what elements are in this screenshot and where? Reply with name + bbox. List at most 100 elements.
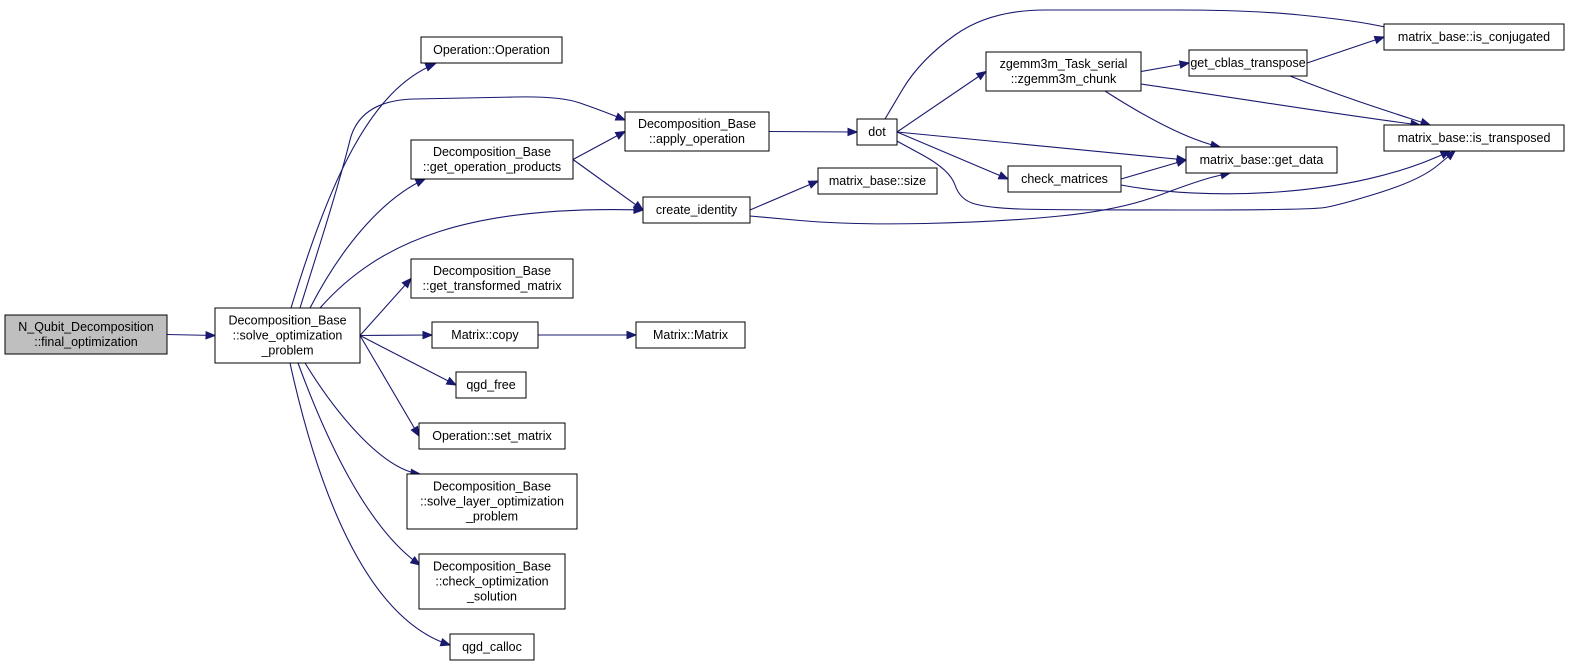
node-label-line: ::solve_optimization (233, 328, 343, 342)
edge-arrowhead (401, 277, 412, 289)
node-get-data[interactable]: matrix_base::get_data (1185, 146, 1338, 174)
edge-create_id-to-mb_size (749, 180, 820, 211)
node-label-line: _problem (465, 509, 518, 523)
node-box (449, 633, 535, 661)
edge-line (894, 139, 1456, 211)
node-label-line: ::check_optimization (435, 574, 548, 588)
node-get-cblas[interactable]: get_cblas_transpose (1188, 49, 1308, 77)
node-box (214, 307, 361, 364)
edge-line (359, 278, 412, 336)
node-zgemm[interactable]: zgemm3m_Task_serial::zgemm3m_chunk (985, 51, 1142, 92)
node-label-line: Decomposition_Base (433, 145, 551, 159)
node-label-line: Decomposition_Base (433, 559, 551, 573)
edge-arrowhead (626, 330, 638, 340)
edge-line (896, 131, 1009, 180)
edge-solve_opt-to-check_sol (297, 362, 422, 566)
edge-zgemm-to-get_data (1104, 90, 1222, 150)
edge-solve_opt-to-set_matrix (359, 335, 420, 438)
node-box (1185, 146, 1338, 174)
edge-arrowhead (414, 178, 427, 187)
edge-line (289, 362, 451, 646)
edge-dot-to-check_mat (896, 131, 1010, 180)
edge-line (749, 172, 1231, 225)
node-label-line: ::get_transformed_matrix (423, 279, 563, 293)
node-apply-op[interactable]: Decomposition_Base::apply_operation (624, 111, 770, 152)
node-box (410, 139, 574, 180)
nodes-layer: N_Qubit_Decomposition::final_optimizatio… (4, 23, 1565, 661)
edge-line (304, 362, 421, 475)
node-box (635, 321, 746, 349)
edge-get_cblas-to-is_trans (1289, 75, 1432, 127)
node-label-line: qgd_calloc (462, 640, 522, 654)
edge-line (896, 131, 1187, 161)
node-box (642, 196, 751, 224)
node-check-sol[interactable]: Decomposition_Base::check_optimization_s… (418, 553, 566, 610)
node-label-line: matrix_base::get_data (1200, 153, 1324, 167)
edge-arrowhead (1373, 35, 1386, 45)
node-get-op-prod[interactable]: Decomposition_Base::get_operation_produc… (410, 139, 574, 180)
edge-arrowhead (1175, 158, 1188, 167)
node-solve-opt[interactable]: Decomposition_Base::solve_optimization_p… (214, 307, 361, 364)
edge-apply_op-to-dot (768, 127, 859, 137)
edge-arrowhead (205, 330, 217, 340)
node-box (817, 167, 938, 195)
node-mb-size[interactable]: matrix_base::size (817, 167, 938, 195)
node-dot[interactable]: dot (856, 118, 898, 146)
node-is-trans[interactable]: matrix_base::is_transposed (1383, 124, 1565, 152)
node-box (418, 422, 566, 450)
node-label-line: get_cblas_transpose (1190, 56, 1305, 70)
node-qgd-calloc[interactable]: qgd_calloc (449, 633, 535, 661)
node-create-id[interactable]: create_identity (642, 196, 751, 224)
node-label-line: create_identity (656, 203, 738, 217)
node-box (856, 118, 898, 146)
edge-line (896, 71, 987, 133)
edge-solve_opt-to-apply_op (299, 96, 627, 309)
edge-arrowhead (410, 425, 420, 438)
node-get-trans[interactable]: Decomposition_Base::get_transformed_matr… (410, 258, 574, 299)
node-label-line: Matrix::Matrix (653, 328, 729, 342)
edge-zgemm-to-get_cblas (1140, 60, 1191, 73)
edge-arrowhead (975, 70, 988, 81)
edge-line (572, 131, 626, 160)
node-final-opt[interactable]: N_Qubit_Decomposition::final_optimizatio… (4, 314, 168, 355)
edge-line (768, 130, 858, 133)
node-box (1007, 165, 1122, 193)
node-box (4, 314, 168, 355)
edge-line (1120, 150, 1451, 195)
node-op-op[interactable]: Operation::Operation (420, 36, 563, 64)
edge-arrowhead (614, 130, 627, 140)
node-solve-layer[interactable]: Decomposition_Base::solve_layer_optimiza… (406, 473, 578, 530)
edge-arrowhead (807, 180, 820, 189)
node-check-mat[interactable]: check_matrices (1007, 165, 1122, 193)
edge-line (1120, 159, 1187, 180)
edge-get_op_prod-to-apply_op (572, 130, 627, 160)
node-mat-copy[interactable]: Matrix::copy (431, 321, 539, 349)
edge-dot-to-zgemm (896, 70, 988, 133)
node-is-conj[interactable]: matrix_base::is_conjugated (1383, 23, 1565, 51)
edge-line (290, 63, 436, 309)
edge-line (359, 334, 433, 337)
node-mat-mat[interactable]: Matrix::Matrix (635, 321, 746, 349)
edge-arrowhead (632, 200, 645, 211)
edge-dot-to-is_trans (894, 139, 1457, 211)
node-box (431, 321, 539, 349)
node-qgd-free[interactable]: qgd_free (455, 371, 527, 399)
node-label-line: ::get_operation_products (423, 160, 561, 174)
edge-arrowhead (1178, 60, 1191, 69)
edge-line (1306, 36, 1385, 64)
node-label-line: Operation::set_matrix (432, 429, 552, 443)
edge-dot-to-is_conj (884, 9, 1402, 120)
edge-solve_opt-to-get_trans (359, 277, 412, 336)
node-box (985, 51, 1142, 92)
node-label-line: ::apply_operation (649, 132, 745, 146)
node-set-matrix[interactable]: Operation::set_matrix (418, 422, 566, 450)
edge-arrowhead (847, 127, 859, 137)
edge-line (319, 208, 644, 309)
node-label-line: Decomposition_Base (433, 264, 551, 278)
edge-solve_opt-to-qgd_calloc (289, 362, 452, 647)
edge-line (749, 180, 819, 211)
node-label-line: Operation::Operation (433, 43, 550, 57)
node-label-line: zgemm3m_Task_serial (1000, 57, 1128, 71)
edge-arrowhead (445, 376, 458, 386)
